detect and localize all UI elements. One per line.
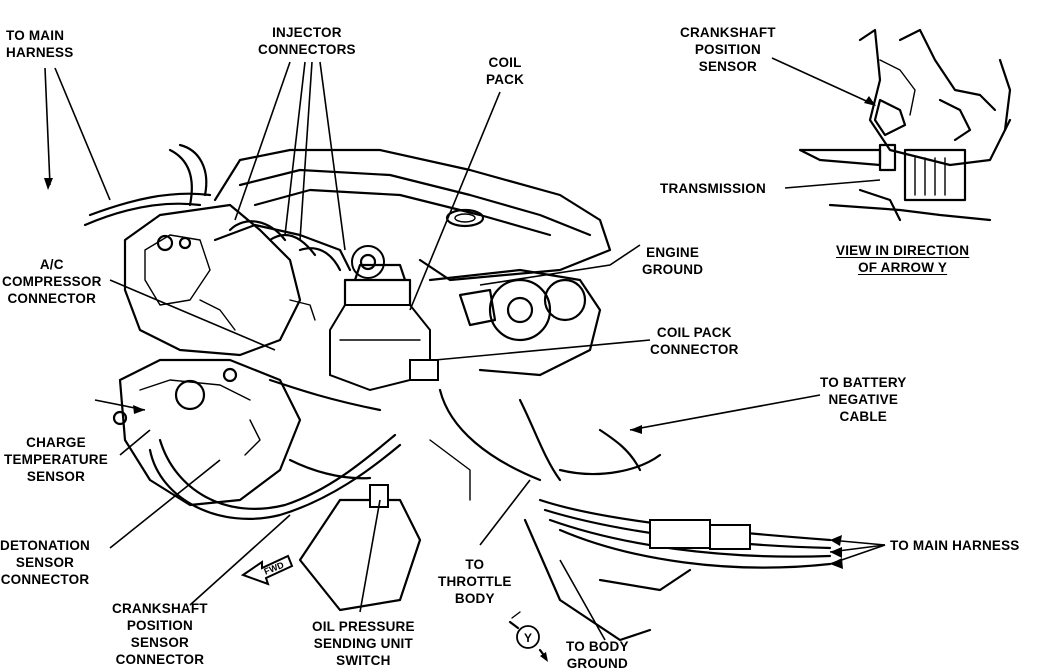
label-line: SWITCH (336, 653, 391, 668)
label-coil-pack: COIL PACK (486, 54, 524, 88)
label-line: HARNESS (6, 45, 74, 60)
label-to-main-harness-right: TO MAIN HARNESS (890, 537, 1020, 554)
label-to-throttle-body: TO THROTTLE BODY (438, 556, 512, 607)
label-line: TRANSMISSION (660, 181, 766, 196)
label-line: GROUND (566, 656, 628, 671)
label-crankshaft-position-sensor-connector: CRANKSHAFT POSITION SENSOR CONNECTOR (112, 600, 208, 668)
label-line: BODY (454, 591, 495, 606)
arrow-y-symbol: Y (508, 611, 548, 662)
label-line: SENSOR (15, 555, 75, 570)
label-line: TEMPERATURE (4, 452, 108, 467)
label-line: CABLE (839, 409, 887, 424)
label-detonation-sensor-connector: DETONATION SENSOR CONNECTOR (0, 537, 90, 588)
label-line: CONNECTOR (0, 572, 90, 587)
arrow-y-text: Y (524, 631, 532, 645)
label-line: COIL PACK (656, 325, 732, 340)
label-line: POSITION (126, 618, 193, 633)
label-coil-pack-connector: COIL PACK CONNECTOR (650, 324, 739, 358)
label-line: CONNECTOR (650, 342, 739, 357)
label-line: TO (465, 557, 485, 572)
label-line: ENGINE (646, 245, 700, 260)
label-line: CONNECTOR (115, 652, 205, 667)
label-line: VIEW IN DIRECTION (836, 243, 970, 258)
label-line: SENSOR (130, 635, 189, 650)
fwd-arrow: FWD (240, 554, 294, 586)
label-injector-connectors: INJECTOR CONNECTORS (258, 24, 356, 58)
label-to-battery-negative-cable: TO BATTERY NEGATIVE CABLE (820, 374, 907, 425)
leader-arrowheads (44, 96, 876, 569)
label-oil-pressure-sending-unit-switch: OIL PRESSURE SENDING UNIT SWITCH (312, 618, 415, 669)
inset-transmission-view (798, 28, 1012, 222)
label-line: OIL PRESSURE (312, 619, 415, 634)
label-line: CRANKSHAFT (680, 25, 776, 40)
engine-illustration (83, 143, 832, 642)
label-line: COMPRESSOR (2, 274, 102, 289)
label-line: PACK (486, 72, 525, 87)
label-line: TO MAIN (6, 28, 65, 43)
label-line: NEGATIVE (828, 392, 899, 407)
label-line: CRANKSHAFT (112, 601, 208, 616)
label-line: SENSOR (26, 469, 86, 484)
label-line: SENSOR (698, 59, 757, 74)
label-line: SENDING UNIT (313, 636, 413, 651)
label-line: INJECTOR (272, 25, 342, 40)
label-engine-ground: ENGINE GROUND (642, 244, 703, 278)
label-line: CONNECTOR (7, 291, 97, 306)
label-line: CONNECTORS (258, 42, 356, 57)
label-line: TO BATTERY (820, 375, 907, 390)
label-view-in-direction: VIEW IN DIRECTION OF ARROW Y (836, 242, 969, 276)
label-to-main-harness-top: TO MAIN HARNESS (6, 27, 73, 61)
label-line: DETONATION (0, 538, 91, 553)
label-ac-compressor-connector: A/C COMPRESSOR CONNECTOR (2, 256, 102, 307)
label-line: TO MAIN HARNESS (890, 538, 1020, 553)
label-transmission: TRANSMISSION (660, 180, 766, 197)
label-line: THROTTLE (438, 574, 512, 589)
label-line: COIL (488, 55, 522, 70)
label-line: POSITION (694, 42, 761, 57)
label-line: CHARGE (26, 435, 86, 450)
label-line: A/C (39, 257, 64, 272)
label-to-body-ground: TO BODY GROUND (566, 638, 629, 672)
label-line: TO BODY (566, 639, 629, 654)
label-charge-temperature-sensor: CHARGE TEMPERATURE SENSOR (4, 434, 108, 485)
label-line: OF ARROW Y (858, 260, 948, 275)
label-crankshaft-position-sensor: CRANKSHAFT POSITION SENSOR (680, 24, 776, 75)
label-line: GROUND (642, 262, 704, 277)
leader-lines (44, 57, 886, 641)
